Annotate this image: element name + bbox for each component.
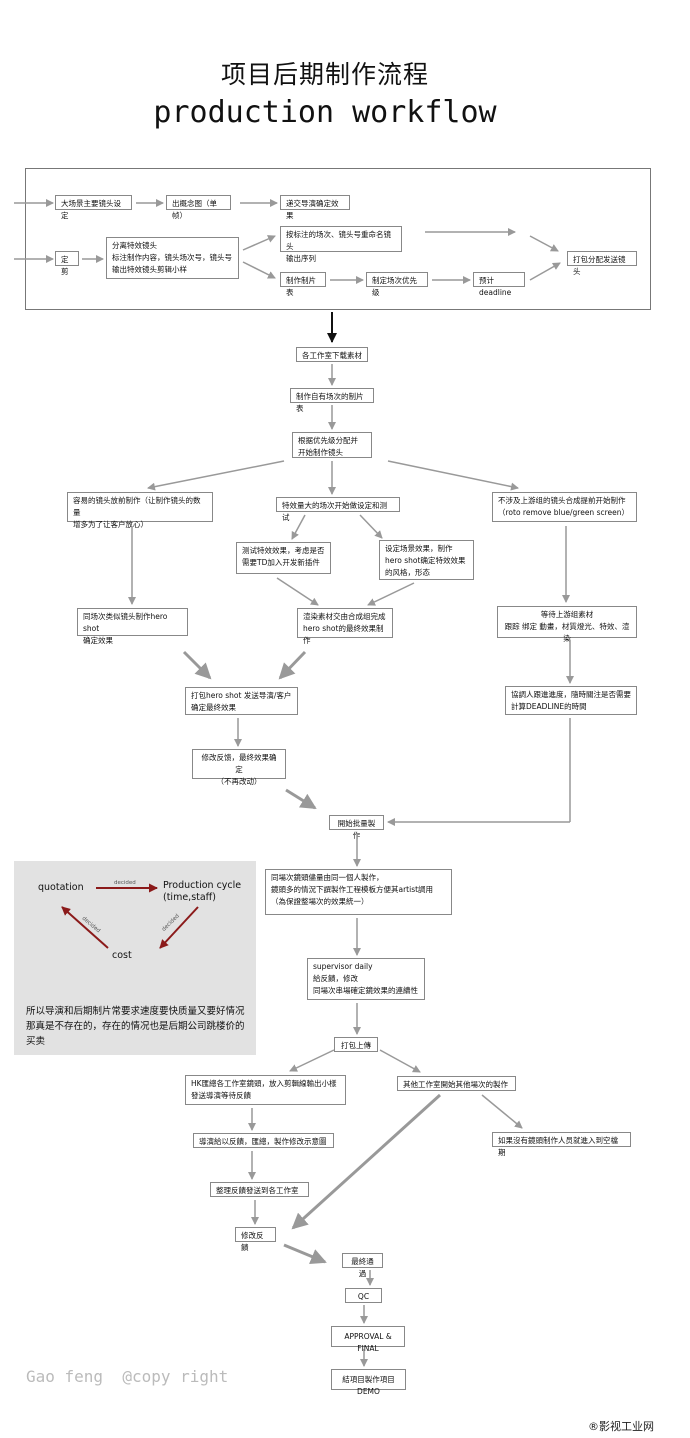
box-final-approval: 最終通過 [342, 1253, 383, 1278]
box-same-artist: 同場次鏡頭儘量由同一個人製作， 鏡頭多的情況下譔製作工程模板方便其artist調… [265, 869, 452, 915]
title-chinese: 项目后期制作流程 [220, 60, 429, 89]
quotation-label: quotation [38, 882, 84, 893]
box-modify-feedback: 修改反饋 [235, 1227, 276, 1252]
box-pack-send: 打包分配发送镜头 [567, 251, 637, 276]
note-text: 所以导演和后期制片常要求速度要快质量又要好情况那真是不存在的，存在的情况也是后期… [26, 1006, 245, 1047]
production-cycle-label: Production cycle (time,staff) [163, 880, 242, 903]
box-concept-art: 出概念图（单帧） [166, 195, 231, 220]
box-download-assets: 各工作室下载素材 [296, 347, 368, 362]
box-batch-production: 開始批量製作 [329, 815, 384, 840]
watermark: ®影视工业网 [588, 1420, 654, 1433]
box-assign-shots: 根据优先级分配并 开始制作镜头 [292, 432, 372, 458]
box-production-sheet: 制作制片表 [280, 272, 326, 297]
box-scene-setup: 大场景主要镜头设定 [55, 195, 132, 220]
box-director-feedback: 導演給以反饋，匯總，製作修改示意圖 [193, 1133, 334, 1148]
box-other-studios: 其他工作室開始其他場次的製作 [397, 1076, 516, 1091]
box-test-effects: 测试特效效果，考虑是否 需要TD加入开发新插件 [236, 542, 331, 574]
box-upload: 打包上傳 [334, 1037, 378, 1052]
title-english: production workflow [153, 95, 497, 130]
box-easy-shots: 容易的镜头放前制作（让制作镜头的数量 增多为了让客户放心） [67, 492, 213, 529]
box-render-assets: 渲染素材交由合成组完成 hero shot的最终效果制作 [297, 608, 393, 645]
box-priority: 制定场次优先级 [366, 272, 428, 297]
box-pack-hero: 打包hero shot 发送导演/客户 确定最终效果 [185, 687, 298, 715]
box-similar-shots: 同场次类似镜头制作hero shot 确定效果 [77, 608, 188, 645]
cost-label: cost [112, 950, 132, 961]
box-split-vfx: 分离特效镜头 标注制作内容，镜头场次号，镜头号 输出特效镜头剪辑小样 [106, 237, 239, 279]
box-rename-shots: 按标注的场次、镜头号重命名镜头 输出序列 [280, 226, 402, 263]
box-hk-collect: HK匯總各工作室鏡頭，放入剪輯線輸出小樣 發送導演等待反饋 [185, 1075, 346, 1105]
box-supervisor-daily: supervisor daily 給反饋，修改 同場次串場確定鏡效果的連續性 [307, 958, 425, 1000]
box-deadline: 预计deadline [473, 272, 525, 297]
box-coordinator: 協調人跟進進度，隨時關注是否需要 計算DEADLINE的時間 [505, 686, 637, 715]
credit-text: Gao feng @copy right [26, 1367, 229, 1386]
box-revise-final: 修改反馈，最终效果确定 （不再改动） [192, 749, 286, 786]
box-project-demo: 結項目製作項目DEMO [331, 1369, 406, 1396]
production-cycle-panel [14, 861, 256, 1055]
preproduction-frame [25, 168, 651, 310]
box-final-cut: 定剪 [55, 251, 79, 276]
box-no-upstream: 不涉及上游组的镜头合成提前开始制作 （roto remove blue/gree… [492, 492, 637, 522]
box-organize-feedback: 整理反饋發送到各工作室 [210, 1182, 309, 1197]
box-idle-period: 如果沒有鏡頭制作人员就進入到空檔期 [492, 1132, 631, 1157]
box-own-sheet: 制作自有场次的制片表 [290, 388, 374, 413]
box-scene-effects: 设定场景效果，制作 hero shot确定特效效果 的风格，形态 [379, 540, 474, 580]
box-approval-final: APPROVAL & FINAL [331, 1326, 405, 1353]
decided-label-top: decided [114, 880, 136, 886]
box-submit-director: 递交导演确定效果 [280, 195, 350, 220]
box-wait-upstream: 等待上游组素材 跟踪 绑定 動畫，材質燈光、特效、渲染 [497, 606, 637, 643]
box-heavy-vfx: 特效量大的场次开始做设定和测试 [276, 497, 400, 522]
box-qc: QC [345, 1288, 382, 1303]
